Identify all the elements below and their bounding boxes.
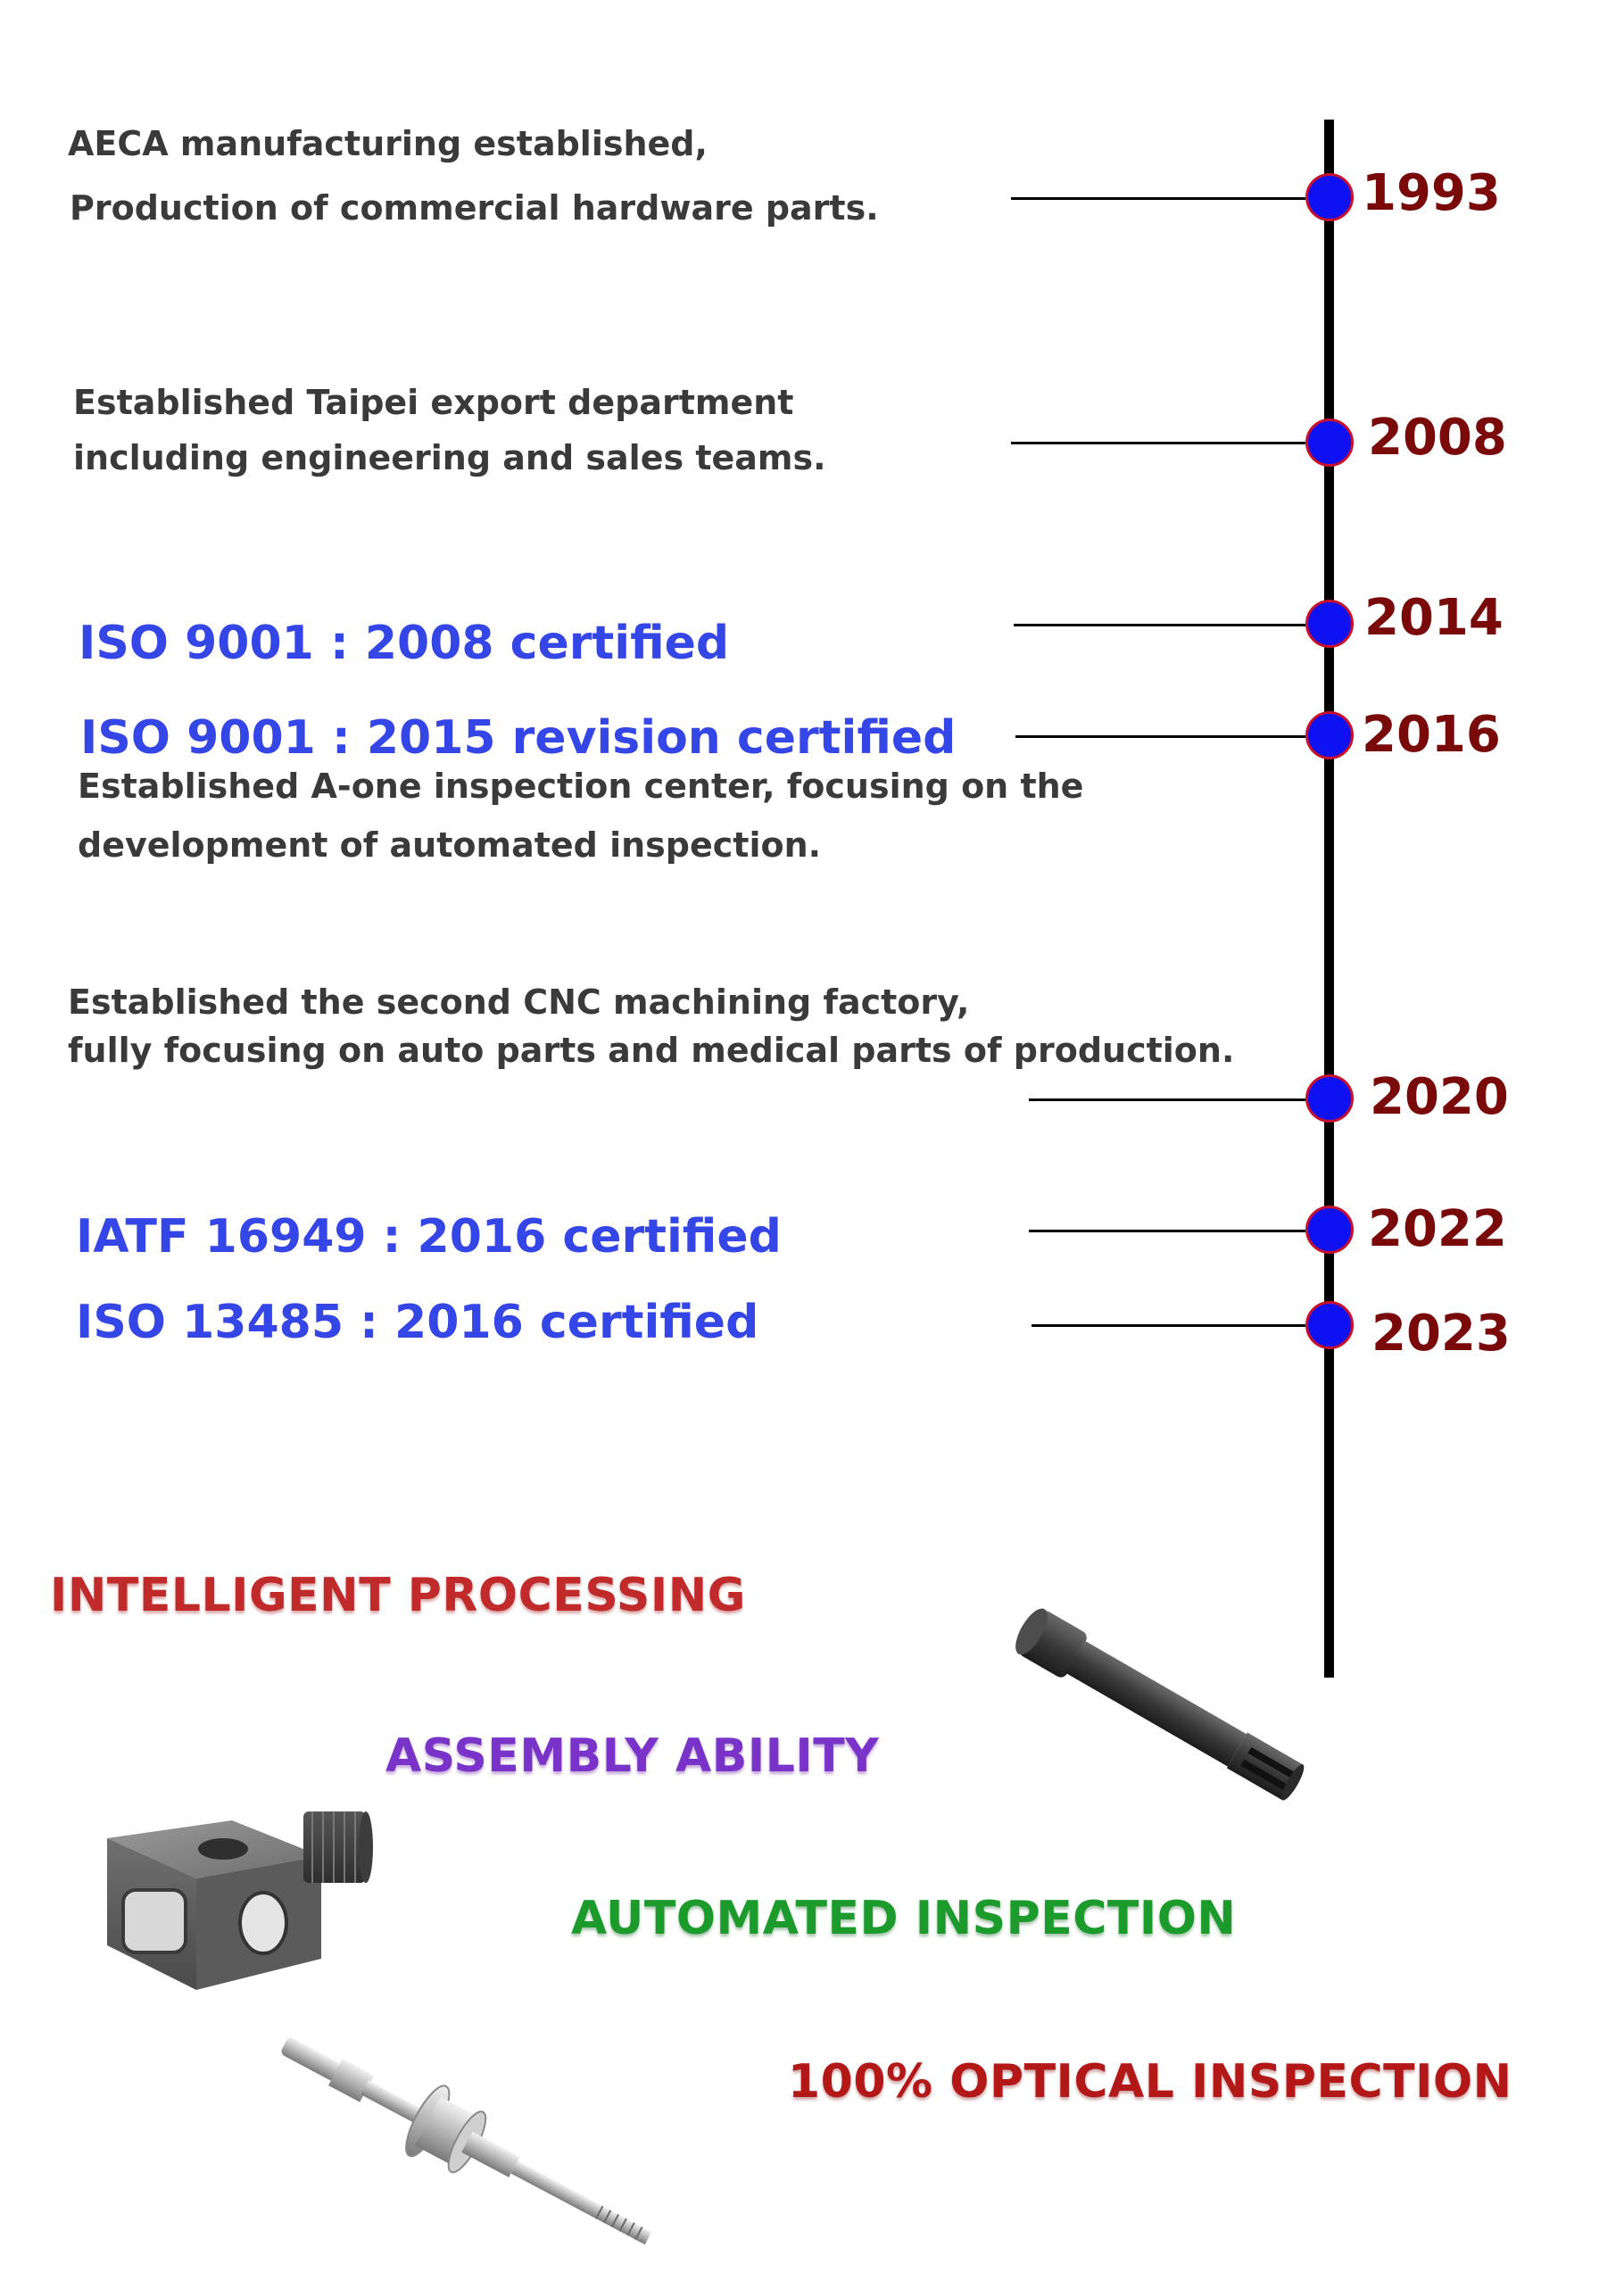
cert-iso9001-2015: ISO 9001 : 2015 revision certified xyxy=(80,711,957,765)
event-2020-line-2: fully focusing on auto parts and medical… xyxy=(68,1031,1235,1070)
event-2008-line-2: including engineering and sales teams. xyxy=(73,438,826,477)
connector-2008 xyxy=(1011,442,1305,444)
connector-2022 xyxy=(1029,1230,1305,1232)
year-2023: 2023 xyxy=(1371,1305,1511,1363)
product-shaft-image xyxy=(1015,1608,1305,1801)
timeline-dot-1993 xyxy=(1305,173,1354,221)
year-2022: 2022 xyxy=(1368,1200,1507,1258)
timeline-dot-2008 xyxy=(1305,419,1354,467)
timeline-dot-2020 xyxy=(1305,1074,1354,1123)
capability-intelligent-processing: INTELLIGENT PROCESSING xyxy=(50,1569,746,1622)
event-1993-line-2: Production of commercial hardware parts. xyxy=(70,188,879,228)
event-1993-line-1: AECA manufacturing established, xyxy=(68,124,708,163)
connector-2016 xyxy=(1015,735,1305,738)
product-spindle-shaft-image xyxy=(281,2037,652,2245)
capability-automated-inspection: AUTOMATED INSPECTION xyxy=(571,1892,1237,1945)
cert-iso13485: ISO 13485 : 2016 certified xyxy=(76,1296,759,1349)
connector-2014 xyxy=(1014,624,1305,626)
year-2016: 2016 xyxy=(1362,706,1501,764)
event-2016-line-1: Established A-one inspection center, foc… xyxy=(78,767,1084,806)
timeline-dot-2023 xyxy=(1305,1301,1354,1349)
timeline-dot-2016 xyxy=(1305,711,1354,759)
capability-assembly-ability: ASSEMBLY ABILITY xyxy=(385,1729,880,1783)
timeline-dot-2022 xyxy=(1305,1206,1354,1254)
timeline-dot-2014 xyxy=(1305,600,1354,648)
connector-2020 xyxy=(1029,1098,1305,1101)
connector-2023 xyxy=(1032,1324,1305,1327)
year-1993: 1993 xyxy=(1362,164,1501,222)
year-2014: 2014 xyxy=(1364,589,1504,647)
connector-1993 xyxy=(1011,197,1305,200)
cert-iso9001-2008: ISO 9001 : 2008 certified xyxy=(79,617,730,670)
year-2008: 2008 xyxy=(1368,409,1507,467)
event-2016-line-2: development of automated inspection. xyxy=(78,825,822,865)
event-2008-line-1: Established Taipei export department xyxy=(73,383,794,422)
timeline-axis xyxy=(1324,120,1334,1678)
event-2020-line-1: Established the second CNC machining fac… xyxy=(68,982,970,1022)
product-clamp-block-image xyxy=(107,1811,373,1990)
capability-optical-inspection: 100% OPTICAL INSPECTION xyxy=(788,2055,1512,2109)
year-2020: 2020 xyxy=(1370,1068,1509,1126)
cert-iatf16949: IATF 16949 : 2016 certified xyxy=(76,1210,782,1264)
